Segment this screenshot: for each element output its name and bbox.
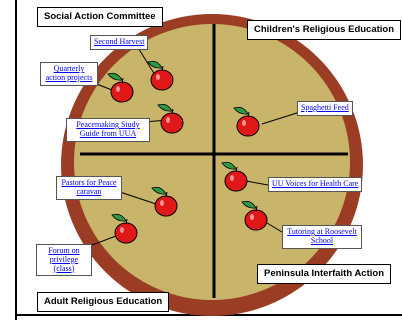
quadrant-title-interfaith: Peninsula Interfaith Action <box>257 264 391 284</box>
apple-icon-quarterly-action <box>107 72 134 103</box>
apple-icon-pastors-for-peace <box>151 186 178 217</box>
project-link-peacemaking-guide[interactable]: Peacemaking Study Guide from UUA <box>66 118 150 142</box>
left-border <box>15 0 17 320</box>
pie-filling <box>74 24 350 300</box>
project-link-spaghetti-feed[interactable]: Spaghetti Feed <box>297 101 353 116</box>
project-link-pastors-for-peace[interactable]: Pastors for Peace caravan <box>56 176 122 200</box>
project-link-tutoring[interactable]: Tutoring at Roosevelt School <box>282 225 362 249</box>
apple-icon-tutoring <box>241 200 268 231</box>
quadrant-title-childrens-re: Children's Religious Education <box>247 20 402 40</box>
project-link-uu-voices[interactable]: UU Voices for Health Care <box>268 177 363 192</box>
apple-icon-privilege-forum <box>111 213 138 244</box>
quadrant-title-adult-re: Adult Religious Education <box>37 292 170 312</box>
apple-icon-peacemaking <box>157 103 184 134</box>
project-link-privilege-forum[interactable]: Forum on privilege (class) <box>36 244 92 277</box>
apple-icon-uu-voices <box>221 161 248 192</box>
apple-icon-second-harvest <box>147 60 174 91</box>
apple-icon-spaghetti-feed <box>233 106 260 137</box>
project-link-quarterly-action[interactable]: Quarterly action projects <box>40 62 98 86</box>
project-link-second-harvest[interactable]: Second Harvest <box>90 35 149 50</box>
quadrant-title-social-action: Social Action Committee <box>37 7 163 27</box>
